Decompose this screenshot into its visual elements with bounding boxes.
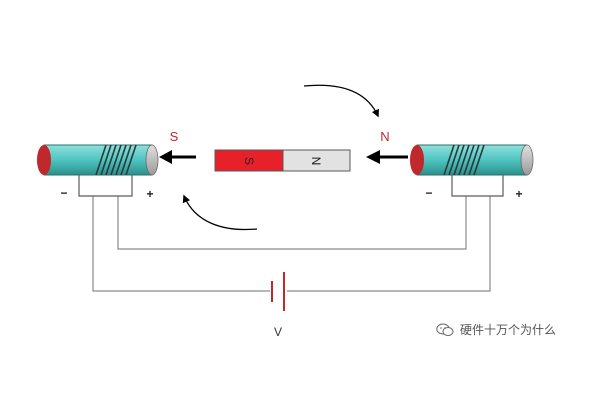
- inner-connecting-wire: [117, 196, 467, 250]
- bottom-rotation-arrow: [182, 194, 258, 231]
- magnet-south-label: S: [242, 157, 256, 165]
- watermark-text: 硬件十万个为什么: [460, 323, 557, 337]
- top-rotation-arrow: [303, 84, 379, 118]
- magnet-north-label: N: [309, 157, 323, 166]
- watermark: 硬件十万个为什么: [436, 321, 556, 338]
- left-attraction-arrow: [159, 150, 196, 164]
- right-coil-core-end: [520, 144, 534, 176]
- right-coil-windings: [443, 144, 485, 176]
- outer-circuit-wire: [92, 196, 491, 292]
- right-minus-sign: −: [425, 186, 432, 200]
- left-coil-core-end: [145, 144, 159, 176]
- left-plus-sign: +: [146, 187, 153, 201]
- left-coil-windings: [95, 144, 137, 176]
- left-coil-red-end: [37, 145, 51, 175]
- left-pole-label: S: [170, 129, 179, 144]
- right-electromagnet: N − +: [380, 129, 534, 201]
- right-coil-red-end: [410, 145, 424, 175]
- right-pole-label: N: [380, 129, 389, 144]
- left-minus-sign: −: [60, 186, 67, 200]
- right-terminal-bracket: [451, 173, 504, 197]
- bar-magnet: S N: [214, 149, 351, 172]
- battery-symbol: [271, 272, 285, 311]
- wechat-icon: [436, 323, 454, 336]
- left-electromagnet: S − +: [37, 129, 179, 201]
- right-repulsion-arrow: [366, 150, 408, 164]
- right-plus-sign: +: [515, 187, 522, 201]
- left-terminal-bracket: [78, 173, 133, 197]
- voltage-label: V: [274, 325, 282, 339]
- magnet-north-half: [282, 149, 351, 172]
